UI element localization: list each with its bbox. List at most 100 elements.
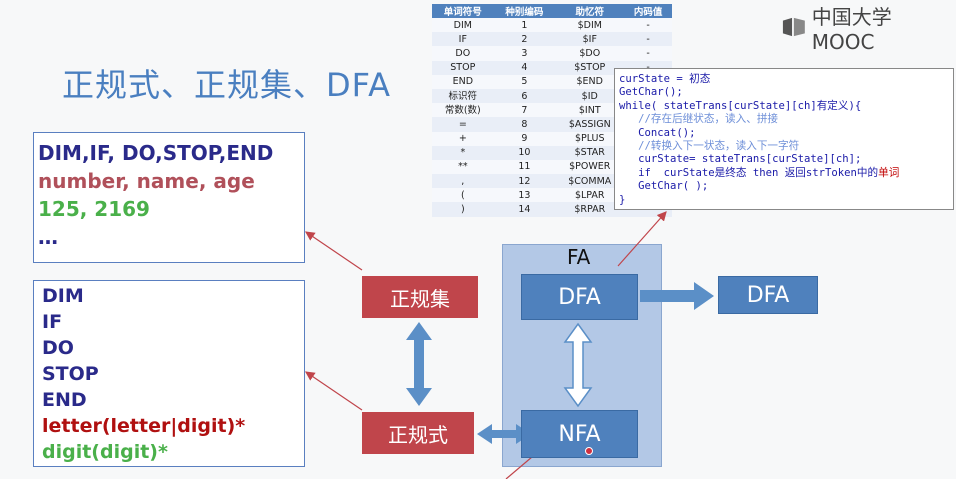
double-arrow-horizontal bbox=[477, 424, 531, 444]
token-table-cell: = bbox=[432, 117, 494, 132]
regular-set-box: DIM,IF, DO,STOP,END number, name, age 12… bbox=[33, 132, 305, 263]
set-line: number, name, age bbox=[38, 169, 255, 193]
token-table-cell: 7 bbox=[493, 103, 556, 118]
token-table-cell: 5 bbox=[493, 74, 556, 89]
set-line: DIM,IF, DO,STOP,END bbox=[38, 141, 274, 165]
token-table-cell: $DO bbox=[555, 46, 625, 61]
token-table-cell: IF bbox=[432, 32, 494, 47]
code-line: while( stateTrans[curState][ch]有定义){ bbox=[619, 99, 862, 112]
pointer-expr bbox=[305, 371, 363, 411]
dfa-output-node: DFA bbox=[718, 276, 818, 314]
token-table-header: 单词符号 种别编码 助忆符 内码值 bbox=[432, 4, 672, 18]
token-table-cell: $STOP bbox=[555, 60, 625, 75]
token-table-cell: * bbox=[432, 145, 494, 160]
expr-line: IF bbox=[42, 311, 63, 333]
cursor-dot-icon bbox=[585, 447, 593, 455]
token-table-cell: - bbox=[624, 46, 672, 61]
token-table-cell: 14 bbox=[493, 202, 556, 217]
arrow-dfa-out bbox=[640, 282, 714, 310]
token-table-cell: ** bbox=[432, 159, 494, 175]
code-line: Concat(); bbox=[619, 126, 696, 139]
token-table-cell: 11 bbox=[493, 159, 556, 175]
mooc-logo: 中国大学MOOC bbox=[782, 5, 942, 54]
expr-line: digit(digit)* bbox=[42, 441, 168, 463]
expr-line: STOP bbox=[42, 363, 99, 385]
token-table-cell: 13 bbox=[493, 188, 556, 203]
expr-line: DO bbox=[42, 337, 74, 359]
code-line: curState= stateTrans[curState][ch]; bbox=[619, 153, 862, 166]
token-table-cell: $DIM bbox=[555, 18, 625, 33]
code-box: curState = 初态 GetChar(); while( stateTra… bbox=[614, 68, 954, 210]
token-table-cell: - bbox=[624, 18, 672, 33]
token-table-cell: END bbox=[432, 74, 494, 89]
code-line: } bbox=[619, 193, 626, 206]
set-line: 125, 2169 bbox=[38, 197, 150, 221]
token-table-cell: 10 bbox=[493, 145, 556, 160]
col-header: 内码值 bbox=[624, 4, 672, 18]
regular-expr-box: DIM IF DO STOP END letter(letter|digit)*… bbox=[33, 280, 305, 467]
token-table-cell: 4 bbox=[493, 60, 556, 75]
dfa-node: DFA bbox=[521, 274, 638, 320]
double-arrow-dfa-nfa bbox=[563, 322, 593, 408]
pointer-code bbox=[617, 211, 667, 267]
token-table-cell: DIM bbox=[432, 18, 494, 33]
token-table-cell: - bbox=[624, 32, 672, 47]
token-table-cell: 12 bbox=[493, 174, 556, 189]
code-line: GetChar(); bbox=[619, 86, 683, 99]
page-title: 正规式、正规集、DFA bbox=[62, 66, 392, 104]
token-table-cell: $END bbox=[555, 74, 625, 89]
token-table-cell: $ID bbox=[555, 88, 625, 104]
pointer-set bbox=[305, 231, 363, 271]
token-table-cell: ) bbox=[432, 202, 494, 217]
token-table-cell: $COMMA bbox=[555, 174, 625, 189]
token-table-cell: $RPAR bbox=[555, 202, 625, 217]
col-header: 种别编码 bbox=[493, 4, 556, 18]
code-line: curState = 初态 bbox=[619, 73, 711, 85]
token-table-cell: 2 bbox=[493, 32, 556, 47]
regular-expr-node: 正规式 bbox=[362, 412, 474, 454]
token-table-cell: 3 bbox=[493, 46, 556, 61]
mooc-logo-icon bbox=[782, 17, 805, 37]
token-table-cell: $ASSIGN bbox=[555, 117, 625, 132]
expr-line: DIM bbox=[42, 285, 84, 307]
token-table-row: *10$STAR bbox=[432, 145, 672, 160]
fa-label: FA bbox=[567, 245, 591, 269]
token-table-cell: $POWER bbox=[555, 159, 625, 175]
token-table-cell: DO bbox=[432, 46, 494, 61]
token-table-cell: 8 bbox=[493, 117, 556, 132]
code-comment: //转换入下一状态，读入下一字符 bbox=[619, 140, 800, 153]
double-arrow-vertical bbox=[406, 322, 432, 406]
token-table-cell: STOP bbox=[432, 60, 494, 75]
token-table-cell: $IF bbox=[555, 32, 625, 47]
code-comment: //存在后继状态，读入、拼接 bbox=[619, 113, 779, 126]
set-line: … bbox=[38, 225, 58, 249]
regular-set-node: 正规集 bbox=[362, 276, 478, 318]
token-table-cell: + bbox=[432, 131, 494, 146]
code-line: if curState是终态 then 返回strToken中的 bbox=[619, 166, 879, 179]
token-table-row: =8$ASSIGN bbox=[432, 117, 672, 132]
token-table-cell: $STAR bbox=[555, 145, 625, 160]
token-table-cell: , bbox=[432, 174, 494, 189]
token-table-cell: ( bbox=[432, 188, 494, 203]
col-header: 助忆符 bbox=[555, 4, 625, 18]
token-table-cell: 标识符 bbox=[432, 88, 494, 104]
code-line: GetChar( ); bbox=[619, 180, 709, 193]
token-table-cell: $INT bbox=[555, 103, 625, 118]
code-highlight: 单词 bbox=[878, 166, 900, 179]
expr-line: END bbox=[42, 389, 87, 411]
token-table-cell: 6 bbox=[493, 88, 556, 104]
logo-text: 中国大学MOOC bbox=[811, 4, 892, 54]
token-table-row: (13$LPAR bbox=[432, 188, 672, 203]
token-table-cell: 9 bbox=[493, 131, 556, 146]
token-table-cell: 1 bbox=[493, 18, 556, 33]
expr-line: letter(letter|digit)* bbox=[42, 415, 246, 437]
nfa-node: NFA bbox=[521, 410, 638, 458]
col-header: 单词符号 bbox=[432, 4, 494, 18]
token-table-cell: $PLUS bbox=[555, 131, 625, 146]
token-table-cell: $LPAR bbox=[555, 188, 625, 203]
